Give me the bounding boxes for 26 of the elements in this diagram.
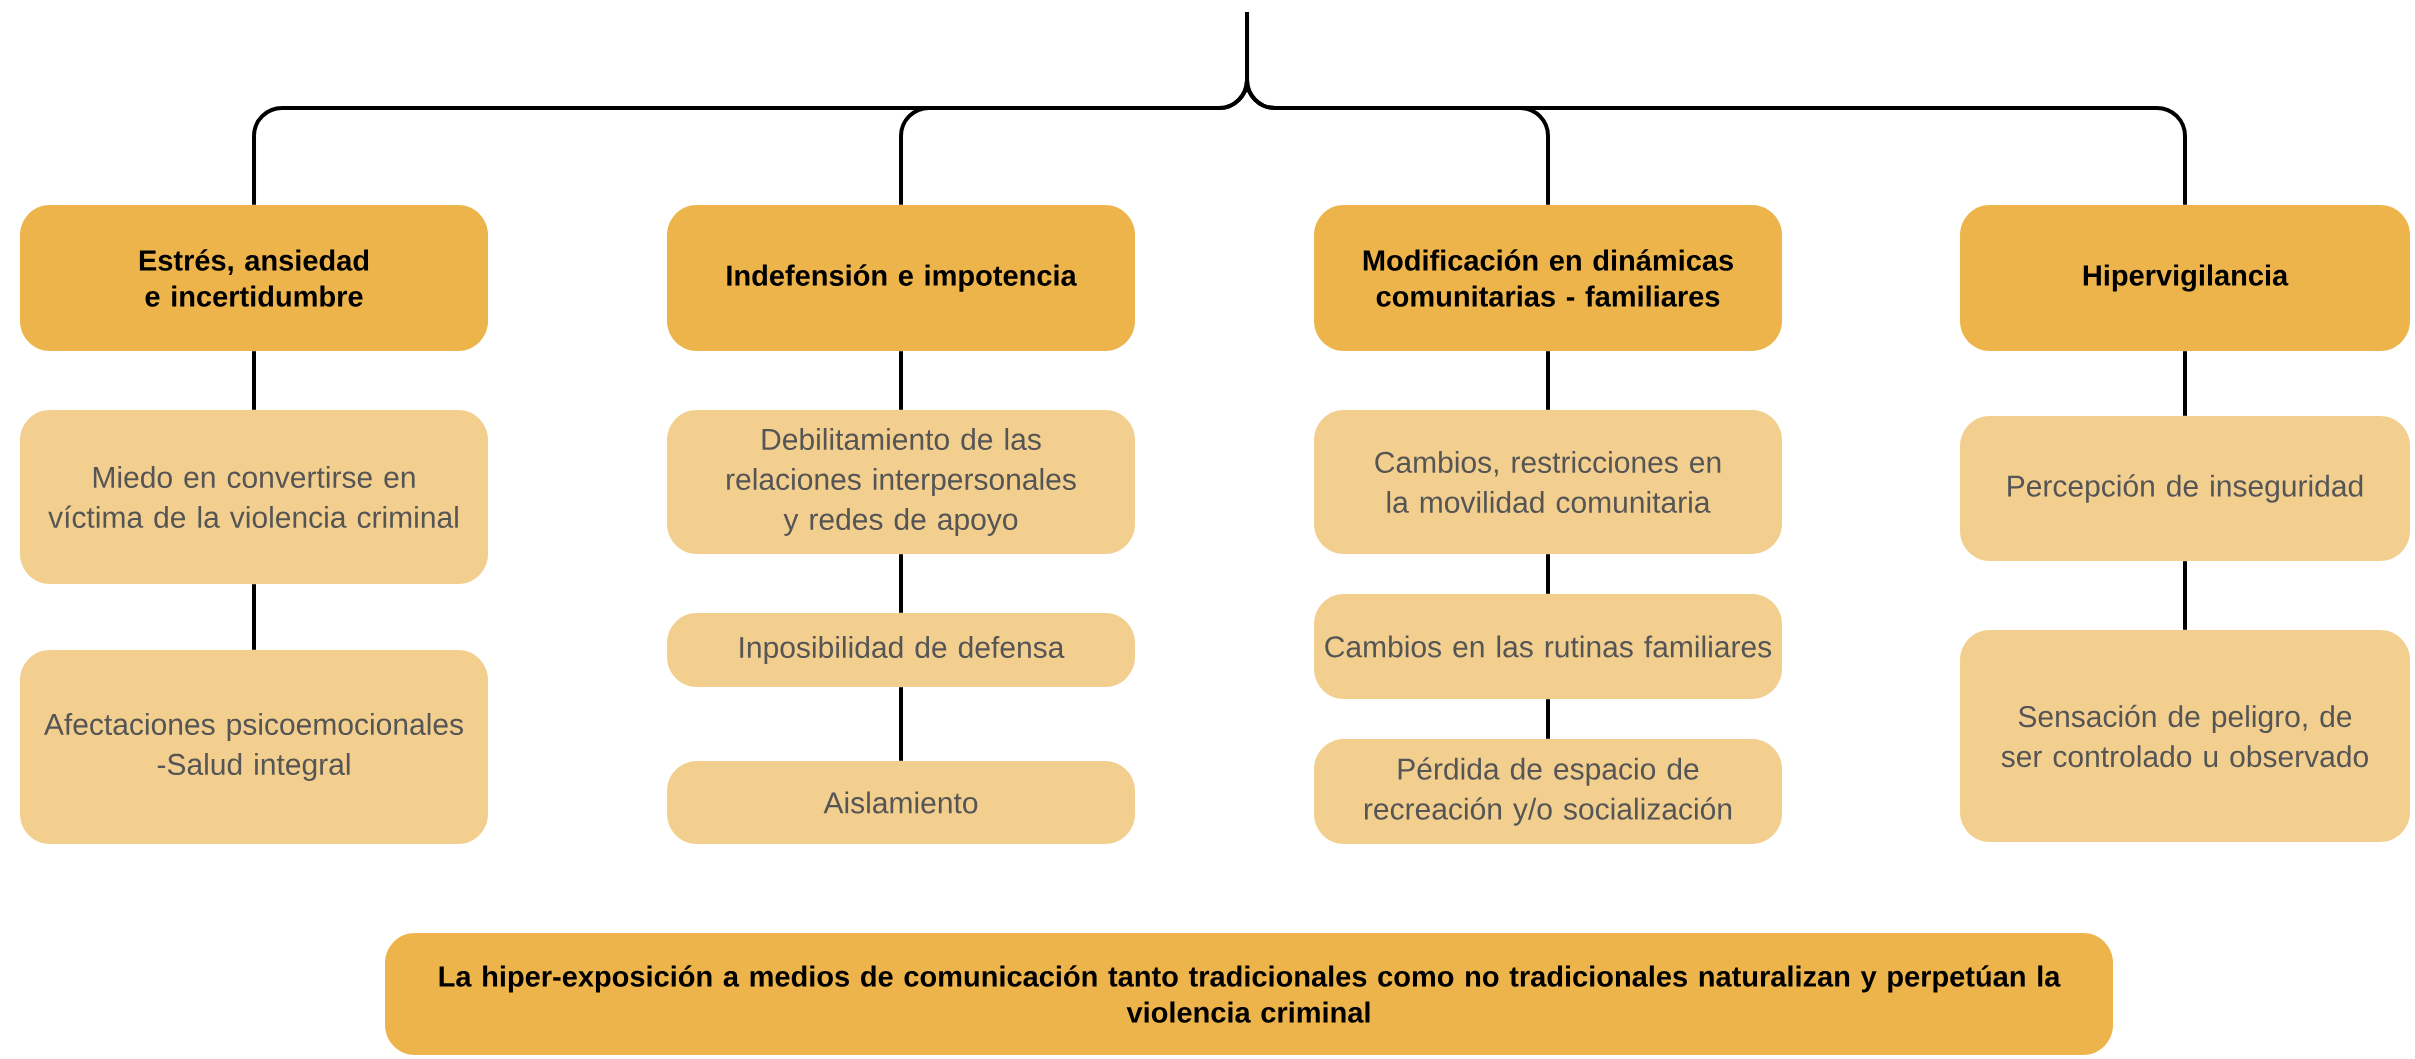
item-box: Inposibilidad de defensa xyxy=(667,613,1135,687)
item-box: Aislamiento xyxy=(667,761,1135,844)
heading-box: Hipervigilancia xyxy=(1960,205,2410,351)
connector-line xyxy=(2183,561,2187,630)
item-box: Miedo en convertirse en víctima de la violencia criminal xyxy=(20,410,488,584)
heading-box: Estrés, ansiedad e incertidumbre xyxy=(20,205,488,351)
connector-line xyxy=(1546,699,1550,739)
item-box: Sensación de peligro, de ser controlado u observado xyxy=(1960,630,2410,842)
item-box: Debilitamiento de las relaciones interpersonales y redes de apoyo xyxy=(667,410,1135,554)
connector-line xyxy=(252,584,256,650)
connector-line xyxy=(1546,351,1550,410)
connector-line xyxy=(899,554,903,613)
item-box: Afectaciones psicoemocionales -Salud integral xyxy=(20,650,488,844)
item-box: Cambios en las rutinas familiares xyxy=(1314,594,1782,699)
heading-box: Modificación en dinámicas comunitarias - familiares xyxy=(1314,205,1782,351)
connector-line xyxy=(2183,351,2187,416)
connector-line xyxy=(899,687,903,761)
connector-line xyxy=(252,351,256,410)
item-box: Pérdida de espacio de recreación y/o socialización xyxy=(1314,739,1782,844)
connector-line xyxy=(1245,12,2187,205)
item-box: Cambios, restricciones en la movilidad comunitaria xyxy=(1314,410,1782,554)
conclusion-box: La hiper-exposición a medios de comunicación tanto tradicionales como no tradicionales naturalizan y perpetúan la violencia criminal xyxy=(385,933,2113,1055)
connector-line xyxy=(899,351,903,410)
heading-box: Indefensión e impotencia xyxy=(667,205,1135,351)
connector-line xyxy=(1546,554,1550,594)
item-box: Percepción de inseguridad xyxy=(1960,416,2410,561)
